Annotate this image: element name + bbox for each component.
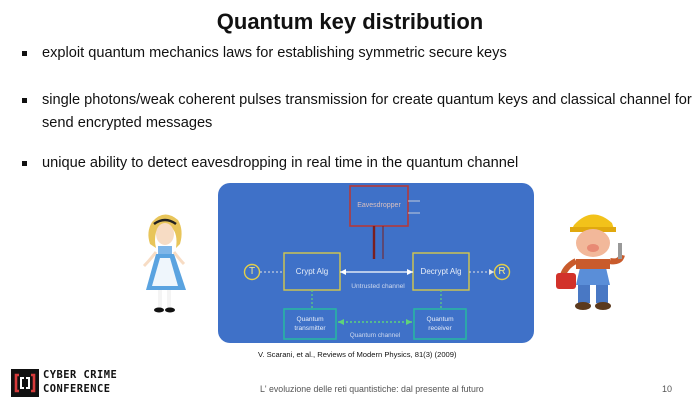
quantum-receiver-box xyxy=(413,308,467,340)
footer-text: L' evoluzione delle reti quantistiche: d… xyxy=(260,384,484,394)
eavesdropper-label: Eavesdropper xyxy=(357,202,401,209)
quantum-receiver-label: Quantum receiver xyxy=(414,315,466,333)
builder-illustration xyxy=(556,214,625,310)
page-number: 10 xyxy=(662,384,673,394)
receiver-circle xyxy=(493,263,511,281)
bullet-text: unique ability to detect eavesdropping i… xyxy=(42,155,519,171)
bullet-text: single photons/weak coherent pulses tran… xyxy=(42,92,692,131)
untrusted-channel-label: Untrusted channel xyxy=(351,283,405,290)
qkd-diagram: Eavesdropper T R Crypt Alg Decrypt Alg U… xyxy=(218,183,534,343)
quantum-transmitter-line2: transmitter xyxy=(294,325,326,332)
quantum-transmitter-line1: Quantum xyxy=(296,316,324,323)
eavesdropper-box xyxy=(349,185,409,227)
sender-circle xyxy=(243,263,261,281)
quantum-transmitter-label: Quantum transmitter xyxy=(284,315,336,333)
bullet-square-icon xyxy=(22,51,27,56)
ccc-bracket-icon xyxy=(11,369,39,397)
bullet-text: exploit quantum mechanics laws for estab… xyxy=(42,45,507,61)
receiver-label: R xyxy=(498,266,506,277)
qkd-diagram-graphics xyxy=(243,185,511,340)
logo-line1: CYBER CRIME xyxy=(43,369,118,381)
quantum-channel-label: Quantum channel xyxy=(349,332,401,339)
quantum-receiver-line2: receiver xyxy=(428,325,452,332)
citation-text: V. Scarani, et al., Reviews of Modern Ph… xyxy=(258,350,457,359)
alice-illustration xyxy=(142,214,186,313)
logo-line2: CONFERENCE xyxy=(43,383,111,395)
cyber-crime-conference-logo: CYBER CRIME CONFERENCE xyxy=(11,367,118,399)
quantum-transmitter-box xyxy=(283,308,337,340)
crypt-alg-label: Crypt Alg xyxy=(295,267,329,276)
slide-title: Quantum key distribution xyxy=(216,9,484,34)
sender-label: T xyxy=(248,266,256,277)
decrypt-alg-label: Decrypt Alg xyxy=(420,267,462,276)
quantum-receiver-line1: Quantum xyxy=(426,316,454,323)
bullet-square-icon xyxy=(22,98,27,103)
bullet-square-icon xyxy=(22,161,27,166)
